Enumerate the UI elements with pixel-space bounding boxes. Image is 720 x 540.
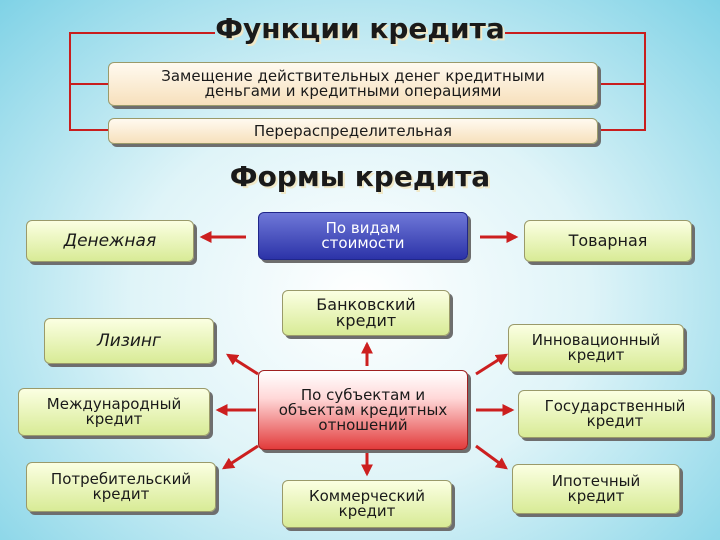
arrow-to-leasing — [225, 353, 259, 376]
commercial-credit: Коммерческий кредит — [282, 480, 452, 528]
by-subject-center: По субъектам и объектам кредитных отноше… — [258, 370, 468, 450]
by-value-center: По видам стоимости — [258, 212, 468, 260]
international-credit: Международный кредит — [18, 388, 210, 436]
consumer-credit: Потребительский кредит — [26, 462, 216, 512]
function-redistribution: Перераспределительная — [108, 118, 598, 144]
innovation-credit: Инновационный кредит — [508, 324, 684, 372]
arrow-to-innov — [475, 353, 509, 376]
state-credit: Государственный кредит — [518, 390, 712, 438]
bracket-left — [69, 32, 215, 131]
arrow-to-consumer — [221, 444, 259, 470]
mortgage-credit: Ипотечный кредит — [512, 464, 680, 514]
bank-credit: Банковский кредит — [282, 290, 450, 336]
form-goods: Товарная — [524, 220, 692, 262]
forms-title: Формы кредита — [229, 160, 491, 193]
bracket-right — [505, 32, 646, 131]
functions-title: Функции кредита — [215, 12, 505, 45]
leasing: Лизинг — [44, 318, 214, 364]
form-money: Денежная — [26, 220, 194, 262]
function-substitution: Замещение действительных денег кредитным… — [108, 62, 598, 106]
arrow-to-mortgage — [475, 444, 508, 470]
